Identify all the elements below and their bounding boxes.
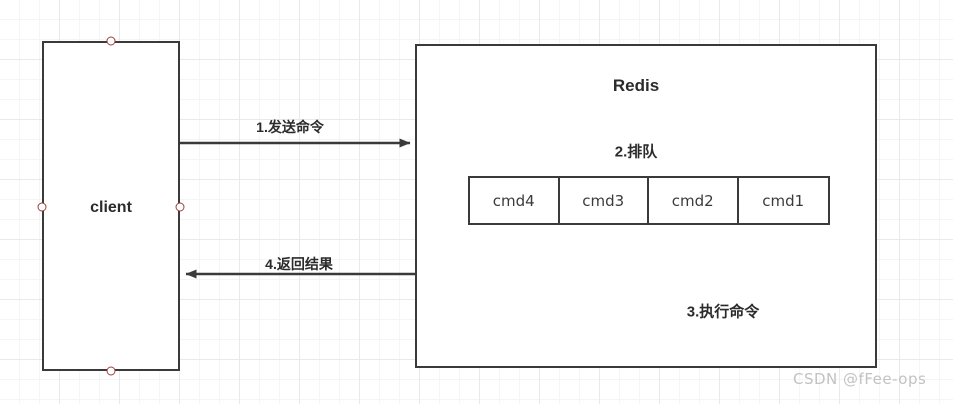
node-redis-label: Redis	[612, 76, 660, 95]
edge-label-send-command: 1.发送命令	[256, 119, 324, 135]
connection-dot-client-left[interactable]	[37, 202, 47, 212]
connection-dot-client-bottom[interactable]	[106, 366, 116, 376]
connection-dot-client-right[interactable]	[175, 202, 185, 212]
node-client-label: client	[90, 199, 132, 216]
edge-label-return-result: 4.返回结果	[265, 256, 333, 272]
queue-table: cmd4 cmd3 cmd2 cmd1	[468, 176, 830, 225]
node-client[interactable]	[42, 41, 180, 371]
connection-dot-client-top[interactable]	[106, 36, 116, 46]
execute-command-label: 3.执行命令	[686, 303, 760, 321]
queue-cell[interactable]: cmd3	[560, 178, 649, 223]
queue-heading-label: 2.排队	[614, 143, 658, 161]
queue-cell[interactable]: cmd1	[762, 191, 805, 210]
queue-cell[interactable]: cmd2	[649, 178, 739, 223]
watermark: CSDN @fFee-ops	[793, 370, 927, 388]
queue-cell[interactable]: cmd4	[470, 178, 560, 223]
